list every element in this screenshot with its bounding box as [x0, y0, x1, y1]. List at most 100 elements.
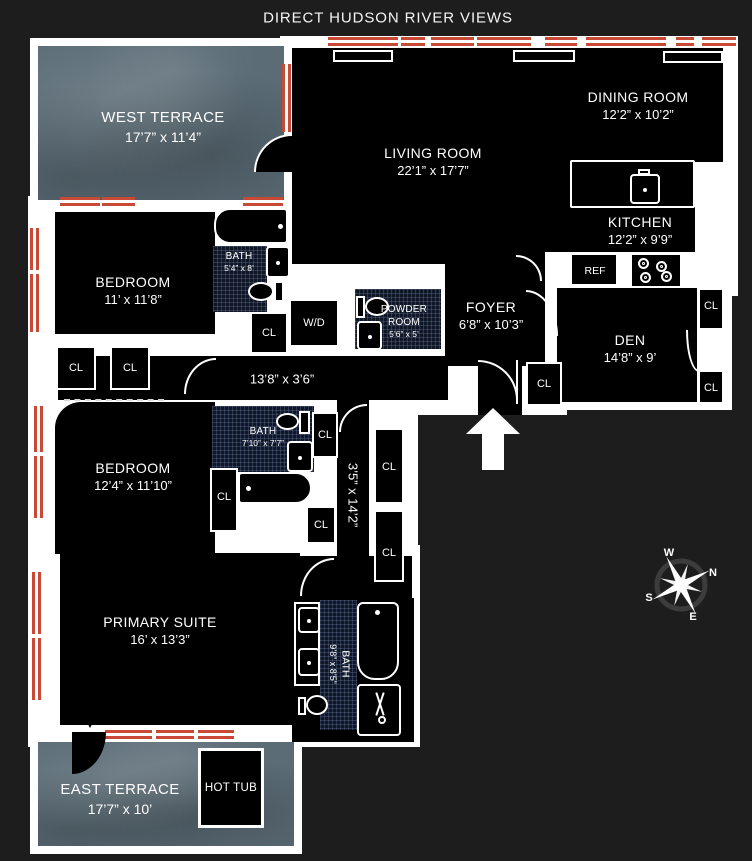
sink-icon [266, 246, 290, 278]
powder-room-label: POWDER ROOM 5’6” x 5’ [380, 304, 428, 340]
west-terrace-label: WEST TERRACE 17’7” x 11’4” [101, 108, 225, 145]
room-bedroom2 [55, 402, 215, 554]
bath2-label: BATH 7’10” x 7’7” [241, 425, 285, 448]
kitchen-counter-right [695, 162, 723, 252]
closet-dashed-line [64, 399, 164, 401]
window-primary-bottom-1 [105, 730, 152, 739]
stove-icon [632, 255, 680, 286]
sink-icon [298, 607, 320, 633]
toilet-icon [365, 297, 389, 316]
shower-drain [378, 716, 386, 724]
window-living-top-3 [431, 37, 474, 46]
lintel-2 [513, 50, 575, 62]
window-bedroom1-top-1 [60, 197, 100, 206]
corridor-label: 13’8” x 3’6” [249, 371, 315, 387]
room-dining-kitchen [545, 48, 723, 252]
refrigerator-box: REF [570, 253, 618, 286]
lintel-1 [333, 50, 393, 62]
shower-icon [357, 684, 401, 736]
compass-east-label: E [689, 611, 697, 623]
window-living-top-4 [477, 37, 531, 46]
kitchen-faucet-icon [638, 169, 650, 175]
bath1-floor [213, 246, 267, 312]
bedroom1-label: BEDROOM 11’ x 11’8” [95, 274, 171, 308]
closet-label: CL [68, 362, 84, 374]
living-room-label: LIVING ROOM 22’1” x 17’7” [384, 145, 482, 179]
compass-west-label: W [663, 547, 675, 559]
window-bedroom2-left-1 [34, 406, 43, 452]
window-primary-left-2 [32, 638, 41, 700]
vanity-counter [294, 602, 320, 686]
closet-label: CL [313, 519, 329, 531]
toilet-tank [356, 296, 365, 318]
closet-label: CL [536, 378, 552, 390]
room-living [292, 48, 545, 264]
dining-room-label: DINING ROOM 12’2” x 10’2” [587, 89, 689, 123]
sink-icon [298, 648, 320, 676]
compass-south-label: S [645, 592, 653, 604]
toilet-icon [276, 413, 299, 430]
kitchen-label: KITCHEN 12’2” x 9’9” [607, 214, 673, 248]
closet-foyer [526, 362, 562, 406]
sink-icon [357, 321, 382, 350]
closet-label: CL [317, 429, 333, 441]
faucet-dot [278, 224, 283, 229]
faucet-dot [375, 610, 380, 615]
window-dining-top-3 [676, 37, 694, 46]
sink-icon [287, 441, 313, 472]
closet-label: CL [381, 547, 397, 559]
window-primary-bottom-2 [156, 730, 194, 739]
closet-den-bottom [698, 370, 724, 404]
room-bedroom1 [55, 212, 215, 334]
closet-label: CL [261, 327, 277, 339]
closet-bath1 [250, 312, 288, 354]
window-bedroom1-left-1 [30, 228, 39, 270]
hot-tub [198, 748, 264, 828]
closet-label: CL [703, 382, 719, 394]
closet-hallway-bottom [374, 510, 404, 582]
window-living-top-1 [328, 37, 398, 46]
stove-burner-icon [638, 258, 649, 269]
hallway-label: 3’5” x 14’2” [345, 462, 361, 528]
closet-bath2-topright [312, 412, 338, 458]
room-den [557, 288, 697, 402]
toilet-icon [248, 282, 274, 301]
window-bedroom2-left-2 [34, 456, 43, 518]
closet-corridor-2 [110, 346, 150, 390]
window-living-west [282, 64, 291, 132]
faucet-dot [246, 486, 251, 491]
window-dining-top-2 [586, 37, 666, 46]
closet-label: CL [122, 362, 138, 374]
closet-den-top [698, 288, 724, 330]
window-bedroom1-top-3 [243, 197, 283, 206]
stove-burner-icon [640, 272, 651, 283]
hot-tub-label: HOT TUB [204, 782, 258, 794]
window-bedroom1-top-2 [102, 197, 135, 206]
window-primary-bottom-3 [198, 730, 234, 739]
page-title: DIRECT HUDSON RIVER VIEWS [263, 9, 513, 27]
window-dining-top-4 [702, 37, 736, 46]
primary-suite-label: PRIMARY SUITE 16’ x 13’3” [103, 614, 217, 648]
washer-dryer-closet [288, 298, 340, 348]
compass-rose-icon [652, 556, 710, 614]
den-label: DEN 14’8” x 9’ [603, 332, 657, 366]
door-leaf-entry [516, 360, 518, 404]
compass-north-label: N [709, 567, 717, 579]
bedroom2-label: BEDROOM 12’4” x 11’10” [94, 460, 172, 494]
bath3-label: BATH 9’8” x 8’5” [328, 644, 352, 684]
kitchen-sink-icon [630, 174, 660, 204]
closet-hallway-top [374, 428, 404, 504]
window-bedroom1-left-2 [30, 274, 39, 332]
east-terrace-label: EAST TERRACE 17’7” x 10’ [60, 780, 180, 817]
washer-dryer-label: W/D [303, 317, 325, 329]
entry-arrow-icon [466, 408, 520, 470]
window-primary-left-1 [32, 572, 41, 634]
foyer-label: FOYER 6’8” x 10’3” [458, 299, 524, 333]
bathtub-icon [357, 602, 399, 680]
toilet-tank [299, 411, 310, 434]
closet-bath2-left [210, 468, 238, 532]
toilet-tank [274, 281, 284, 302]
room-primary-suite [60, 553, 300, 725]
refrigerator-label: REF [584, 265, 606, 277]
